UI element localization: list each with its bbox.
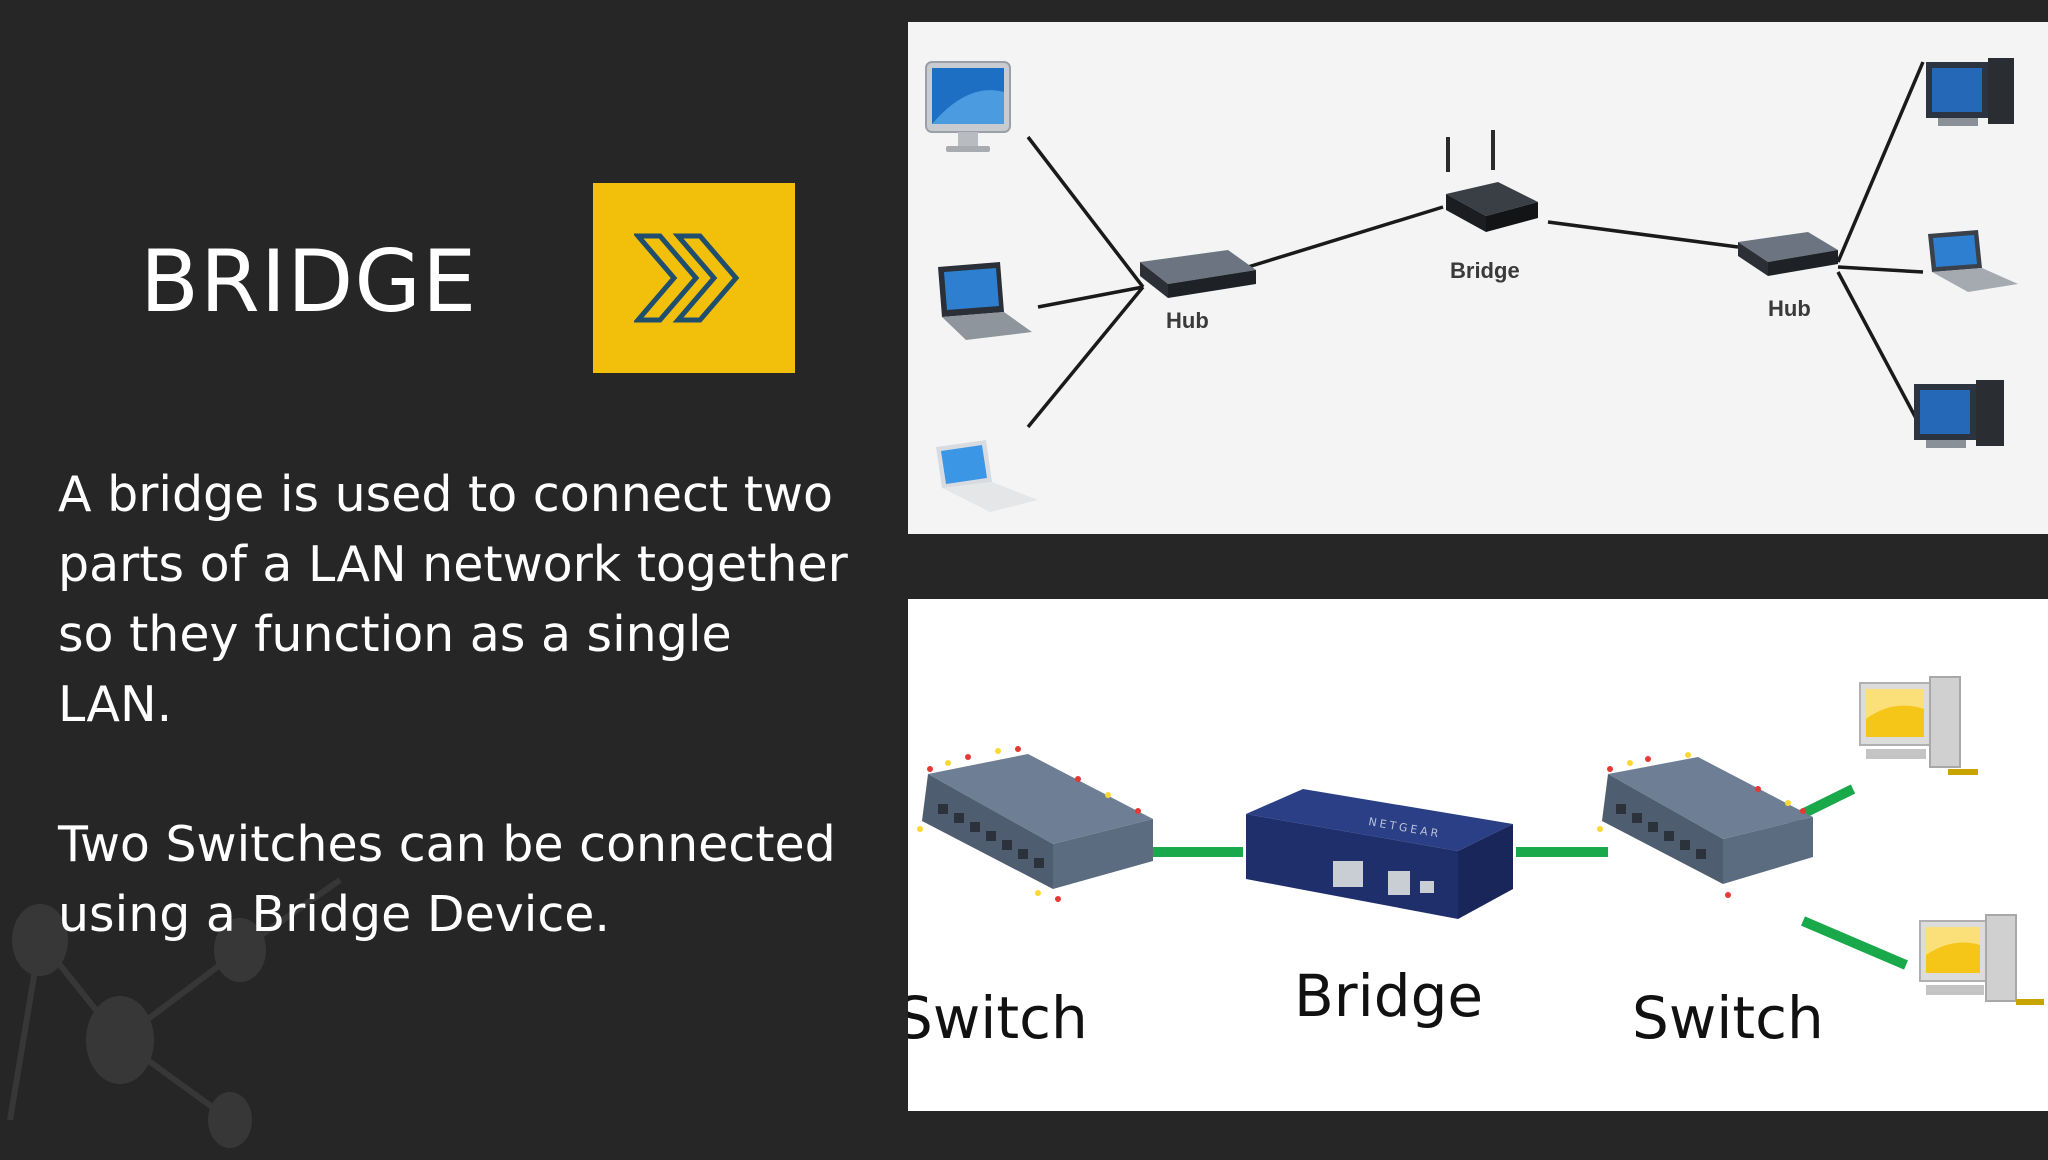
hub-left-label: Hub <box>1166 308 1209 333</box>
switch-bridge-diagram-art: NETGEAR <box>917 676 2044 1005</box>
laptop-computer-icon <box>938 262 1032 340</box>
page-title: BRIDGE <box>140 232 478 332</box>
imac-computer-icon <box>925 61 1011 152</box>
paragraph-switches: Two Switches can be connected using a Br… <box>58 816 836 943</box>
laptop-computer-icon <box>1928 230 2018 292</box>
switch-device-icon <box>1597 752 1813 898</box>
switch-right-label: Switch <box>1632 984 1824 1052</box>
switch-bridge-diagram: NETGEAR <box>908 599 2048 1111</box>
hub-device-icon <box>1738 232 1838 276</box>
bridge-label: Bridge <box>1450 258 1520 283</box>
hub-bridge-diagram: Hub Bridge Hub <box>908 22 2048 534</box>
desktop-computer-icon <box>1859 676 1978 775</box>
bridge-device-icon <box>1246 789 1513 919</box>
accent-arrow-box <box>593 183 795 373</box>
paragraph-definition: A bridge is used to connect two parts of… <box>58 466 848 733</box>
desktop-computer-icon <box>1926 58 2014 126</box>
body-text: A bridge is used to connect two parts of… <box>58 460 858 950</box>
switch-left-label: Switch <box>908 984 1088 1052</box>
double-chevron-right-icon <box>634 233 740 323</box>
hub-bridge-diagram-art <box>925 58 2018 512</box>
desktop-computer-icon <box>1919 914 2044 1005</box>
hub-right-label: Hub <box>1768 296 1811 321</box>
background-network-decoration <box>7 877 342 1148</box>
hub-device-icon <box>1140 250 1256 298</box>
switch-device-icon <box>917 746 1153 902</box>
laptop-computer-icon <box>936 440 1038 512</box>
bridge-router-icon <box>1446 130 1538 232</box>
desktop-computer-icon <box>1914 380 2004 448</box>
bridge-device-label: Bridge <box>1294 962 1484 1030</box>
